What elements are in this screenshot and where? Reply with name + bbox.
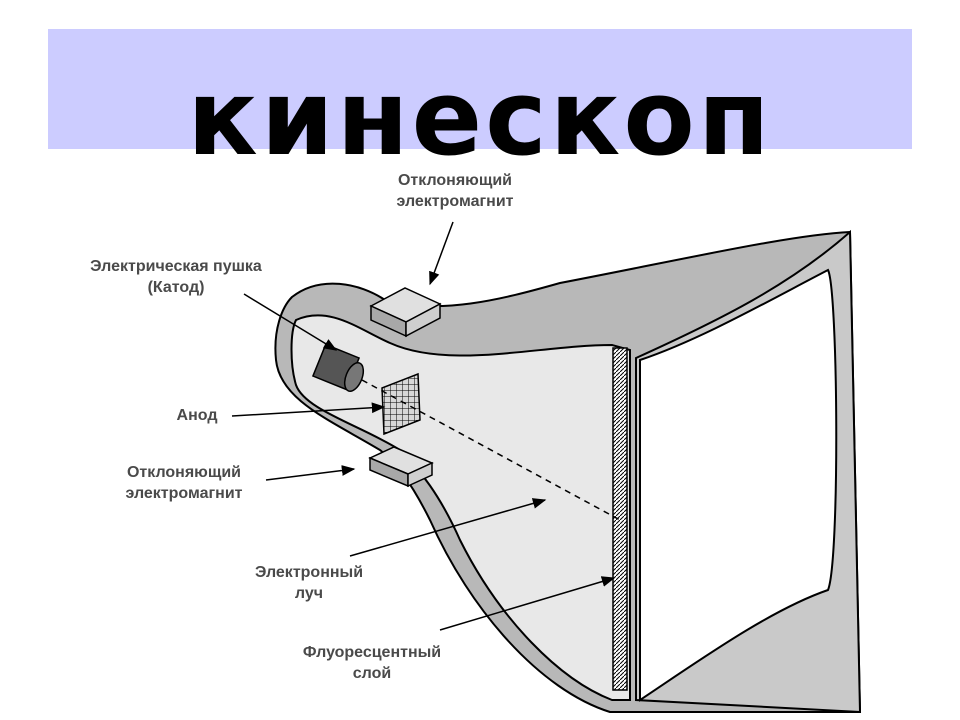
label-anode: Анод xyxy=(162,405,232,426)
label-text: электромагнит xyxy=(125,485,243,502)
label-text: электромагнит xyxy=(396,193,514,210)
arrow-electron-gun xyxy=(243,293,338,351)
screen-face xyxy=(639,268,838,702)
label-text: слой xyxy=(352,665,392,682)
label-text: луч xyxy=(294,585,324,602)
anode-grid xyxy=(381,372,421,436)
label-text: Электрическая пушка xyxy=(90,258,262,275)
label-text: Отклоняющий xyxy=(397,172,513,189)
label-top-deflection-magnet: Отклоняющий электромагнит xyxy=(380,170,530,212)
label-text: Отклоняющий xyxy=(126,464,242,481)
cathode-cylinder xyxy=(311,343,365,392)
bottom-deflection-magnet xyxy=(368,446,434,488)
arrow-top-magnet xyxy=(429,221,454,286)
label-electron-gun: Электрическая пушка (Катод) xyxy=(76,256,276,298)
arrow-anode xyxy=(231,402,386,417)
arrow-bottom-magnet xyxy=(265,465,356,481)
label-text: Анод xyxy=(176,407,218,424)
electron-beam-line xyxy=(361,379,621,521)
title-band xyxy=(48,29,912,149)
label-bottom-deflection-magnet: Отклоняющий электромагнит xyxy=(104,462,264,504)
top-deflection-magnet xyxy=(369,287,442,338)
label-electron-beam: Электронный луч xyxy=(234,562,384,604)
fluorescent-layer-strip xyxy=(612,347,628,691)
label-text: (Катод) xyxy=(147,279,205,296)
arrow-electron-beam xyxy=(349,498,547,557)
arrow-fluorescent-layer xyxy=(439,576,616,631)
label-text: Электронный xyxy=(254,564,364,581)
label-fluorescent-layer: Флуоресцентный слой xyxy=(292,642,452,684)
page-title: кинескоп xyxy=(187,57,773,179)
label-text: Флуоресцентный xyxy=(302,644,442,661)
